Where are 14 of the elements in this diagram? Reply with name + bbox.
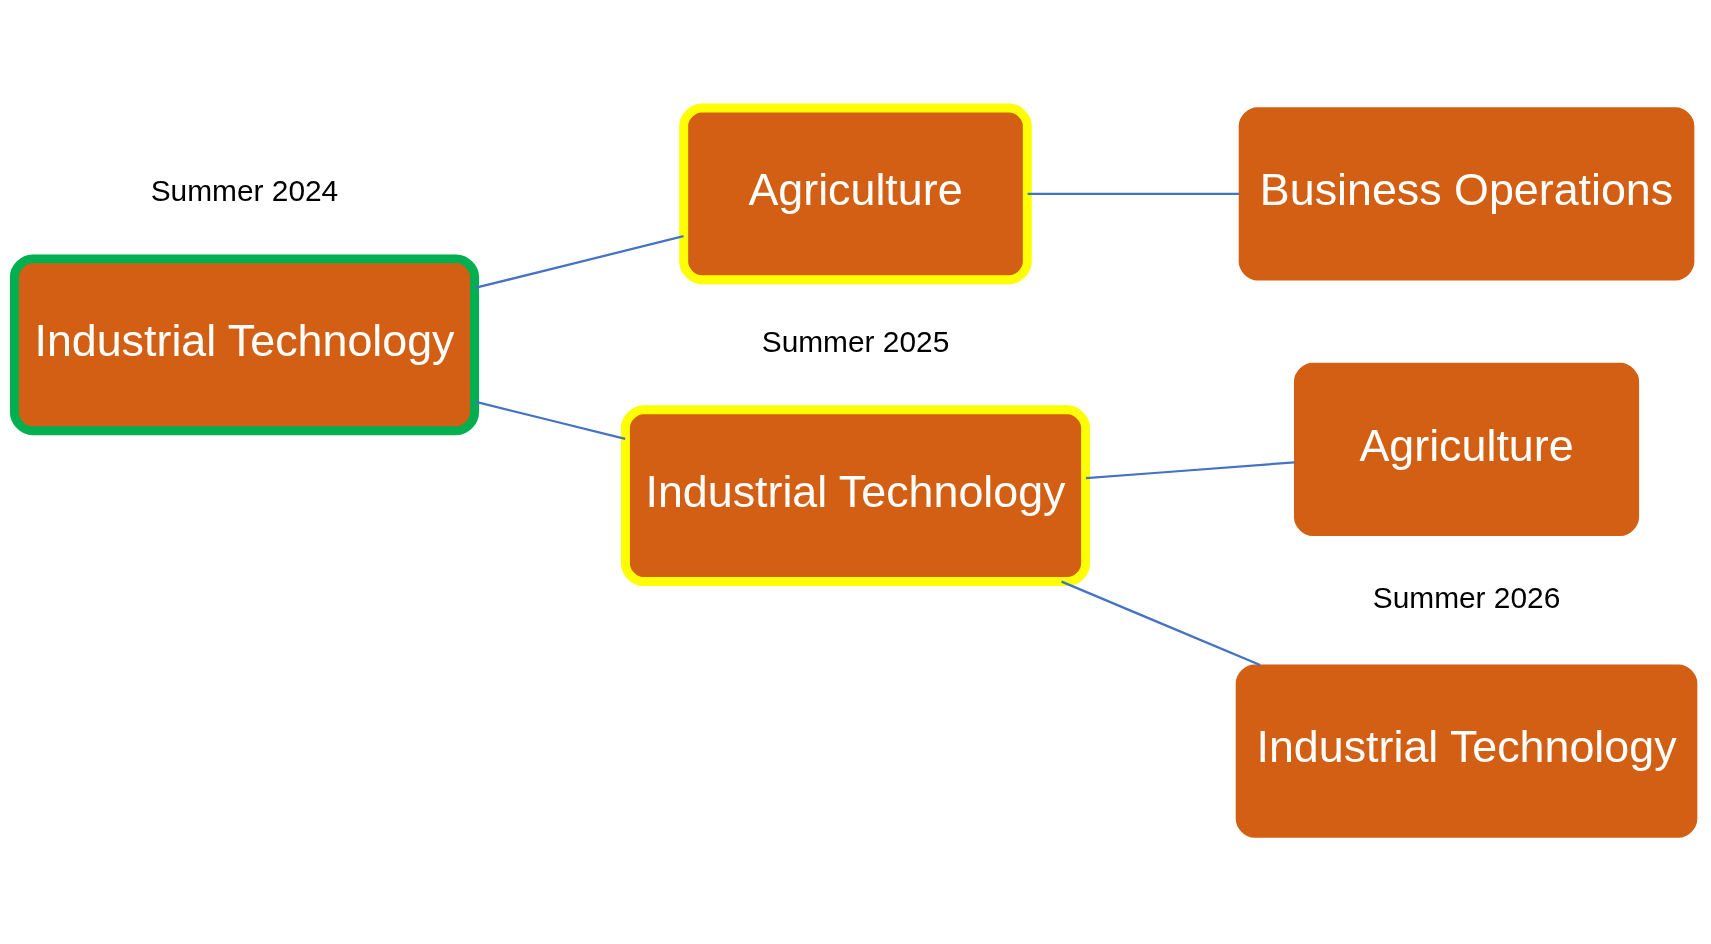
label: Summer 2024 [150,173,339,207]
connector [474,234,684,289]
node-box: Industrial Technology [1235,663,1698,838]
node-box: Agriculture [679,103,1032,284]
connector [474,400,626,440]
label: Summer 2025 [761,324,950,358]
node-box: Industrial Technology [620,404,1091,586]
connector [1085,460,1295,479]
node-box: Agriculture [1293,362,1640,536]
connector [1061,580,1261,666]
label: Summer 2026 [1372,580,1561,614]
node-box: Business Operations [1238,106,1695,281]
node-box: Industrial Technology [9,253,480,435]
connector [1027,192,1240,195]
